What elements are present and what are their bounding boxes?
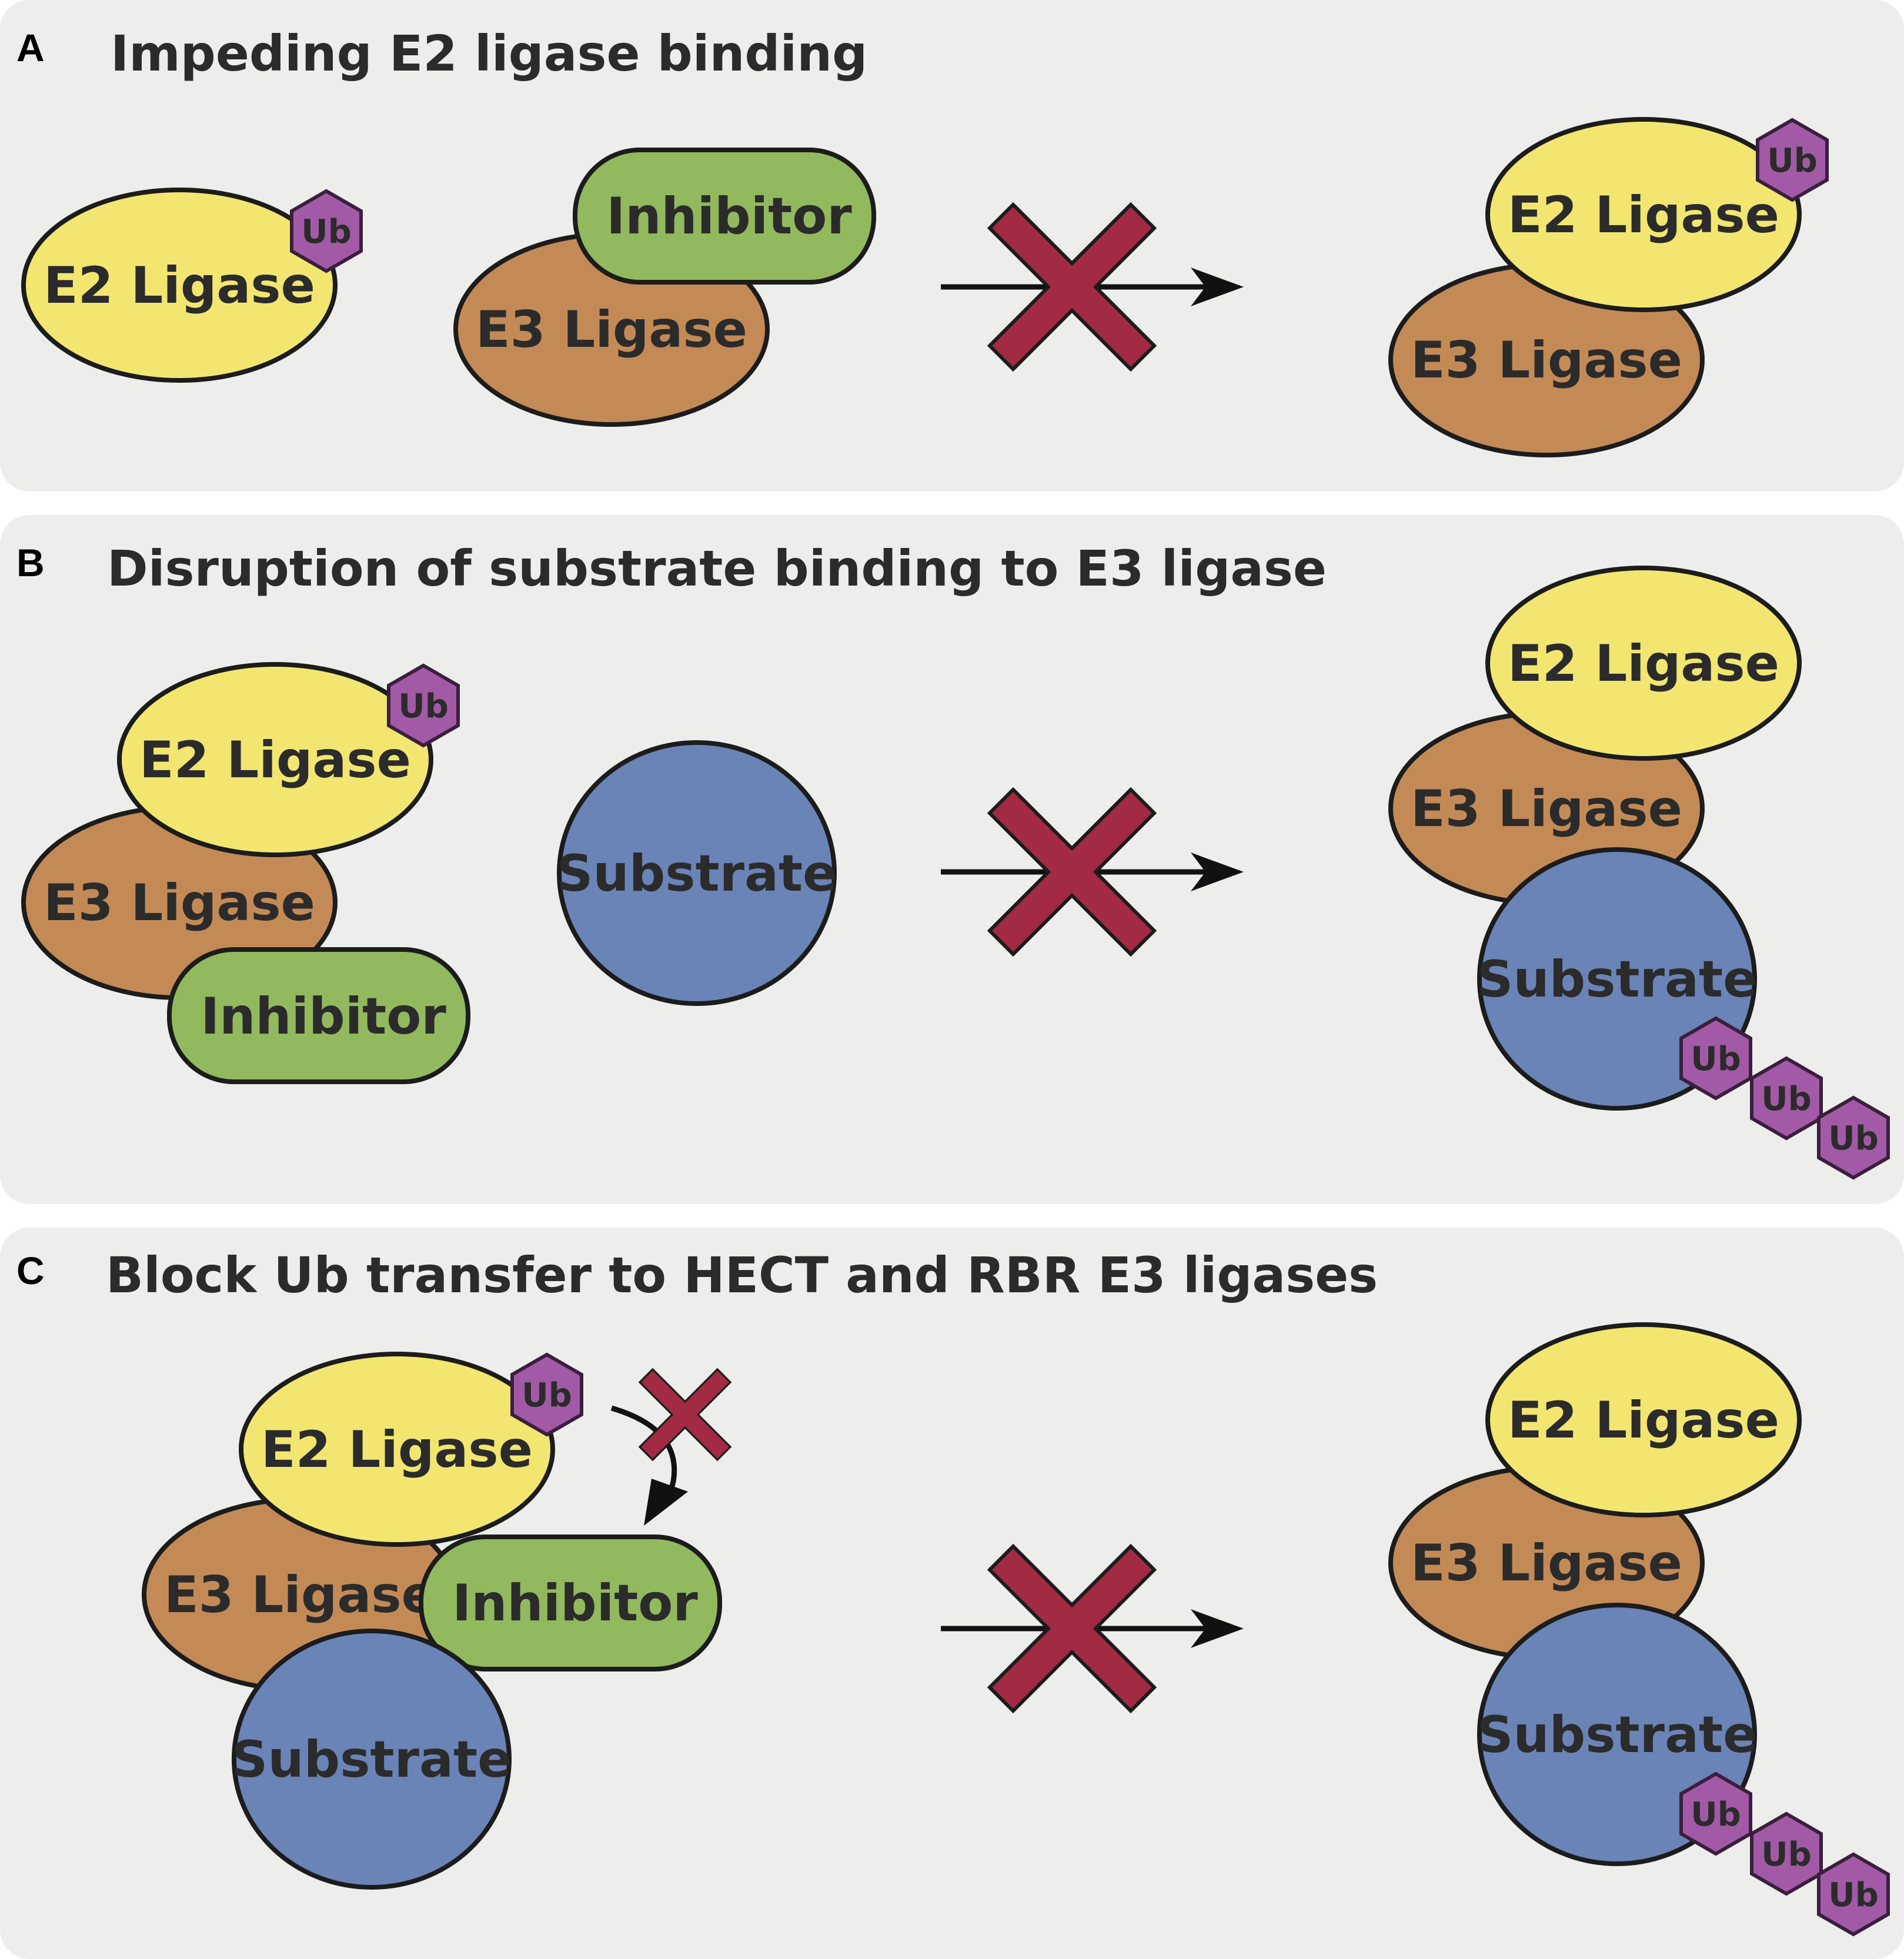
blocked-arrow-b <box>941 790 1244 954</box>
inhibitor-label: Inhibitor <box>606 187 852 246</box>
e2-ligase-label: E2 Ligase <box>1508 186 1779 245</box>
panel-a-title: Impeding E2 ligase binding <box>111 25 867 82</box>
panel-c: C Block Ub transfer to HECT and RBR E3 l… <box>0 1228 1904 1959</box>
blocked-ub-transfer <box>610 1368 731 1526</box>
panel-a: A Impeding E2 ligase binding E2 Ligase U… <box>0 0 1904 492</box>
arrow-head-icon <box>1191 1609 1244 1648</box>
ub-label: Ub <box>1828 1119 1879 1158</box>
ub-label: Ub <box>1828 1876 1879 1914</box>
ub-icon: Ub <box>1819 1854 1888 1934</box>
substrate-label: Substrate <box>1477 950 1758 1009</box>
e2-ligase-label: E2 Ligase <box>44 256 315 315</box>
blocked-arrow-c <box>941 1546 1244 1711</box>
e2-ligase-b-left: E2 Ligase <box>117 662 433 857</box>
substrate-label: Substrate <box>232 1730 512 1789</box>
arrow-head-icon <box>1191 268 1244 306</box>
ub-label: Ub <box>301 213 352 251</box>
ub-icon: Ub <box>1819 1098 1888 1178</box>
panel-b-letter: B <box>16 541 45 584</box>
ub-chain: Ub Ub Ub <box>1681 1018 1888 1178</box>
ub-icon: Ub <box>1681 1774 1751 1854</box>
panel-b: B Disruption of substrate binding to E3 … <box>0 515 1904 1204</box>
ub-label: Ub <box>1761 1836 1812 1874</box>
arrow-head-icon <box>644 1479 688 1526</box>
ub-label: Ub <box>522 1376 572 1415</box>
substrate-b-mid: Substrate <box>557 740 837 1006</box>
ub-icon: Ub <box>389 666 458 746</box>
e3-ligase-label: E3 Ligase <box>1411 1534 1682 1593</box>
e3-ligase-label: E3 Ligase <box>44 874 315 932</box>
e2-ligase-c-right: E2 Ligase <box>1485 1322 1802 1517</box>
ub-icon: Ub <box>292 191 361 271</box>
ub-label: Ub <box>398 687 449 726</box>
inhibitor-label: Inhibitor <box>201 987 446 1046</box>
substrate-label: Substrate <box>1477 1706 1758 1764</box>
ub-label: Ub <box>1767 142 1818 180</box>
ub-chain: Ub Ub Ub <box>1681 1774 1888 1934</box>
ub-label: Ub <box>1761 1080 1812 1118</box>
panel-a-letter: A <box>16 26 45 69</box>
ub-label: Ub <box>1691 1040 1741 1078</box>
e2-ligase-a-right: E2 Ligase <box>1485 117 1802 312</box>
e3-ligase-label: E3 Ligase <box>1411 780 1682 838</box>
blocked-arrow-a <box>941 205 1244 369</box>
e2-ligase-a-left: E2 Ligase <box>21 188 338 383</box>
ub-icon: Ub <box>1752 1058 1821 1138</box>
substrate-c-left: Substrate <box>232 1629 512 1890</box>
e2-ligase-label: E2 Ligase <box>139 731 411 790</box>
ub-icon: Ub <box>1681 1018 1751 1098</box>
e3-ligase-label: E3 Ligase <box>476 300 747 359</box>
ub-icon: Ub <box>1752 1814 1821 1894</box>
inhibitor-c: Inhibitor <box>419 1535 722 1671</box>
e2-ligase-b-right: E2 Ligase <box>1485 566 1802 761</box>
ub-label: Ub <box>1691 1796 1741 1834</box>
e2-ligase-c-left: E2 Ligase <box>239 1352 555 1547</box>
inhibitor-a: Inhibitor <box>573 148 876 285</box>
inhibitor-b: Inhibitor <box>167 947 470 1084</box>
inhibitor-label: Inhibitor <box>452 1574 698 1633</box>
ub-icon: Ub <box>512 1355 582 1435</box>
e2-ligase-label: E2 Ligase <box>1508 1391 1779 1450</box>
e2-ligase-label: E2 Ligase <box>261 1420 533 1479</box>
e3-ligase-label: E3 Ligase <box>1411 331 1682 390</box>
panel-b-title: Disruption of substrate binding to E3 li… <box>107 540 1327 597</box>
panel-b-background <box>0 515 1904 1204</box>
arrow-head-icon <box>1191 853 1244 891</box>
e2-ligase-label: E2 Ligase <box>1508 634 1779 693</box>
panel-c-title: Block Ub transfer to HECT and RBR E3 lig… <box>106 1246 1378 1304</box>
ub-icon: Ub <box>1758 120 1827 200</box>
substrate-label: Substrate <box>557 844 837 903</box>
panel-c-letter: C <box>16 1249 45 1292</box>
e3-ligase-label: E3 Ligase <box>164 1566 436 1624</box>
